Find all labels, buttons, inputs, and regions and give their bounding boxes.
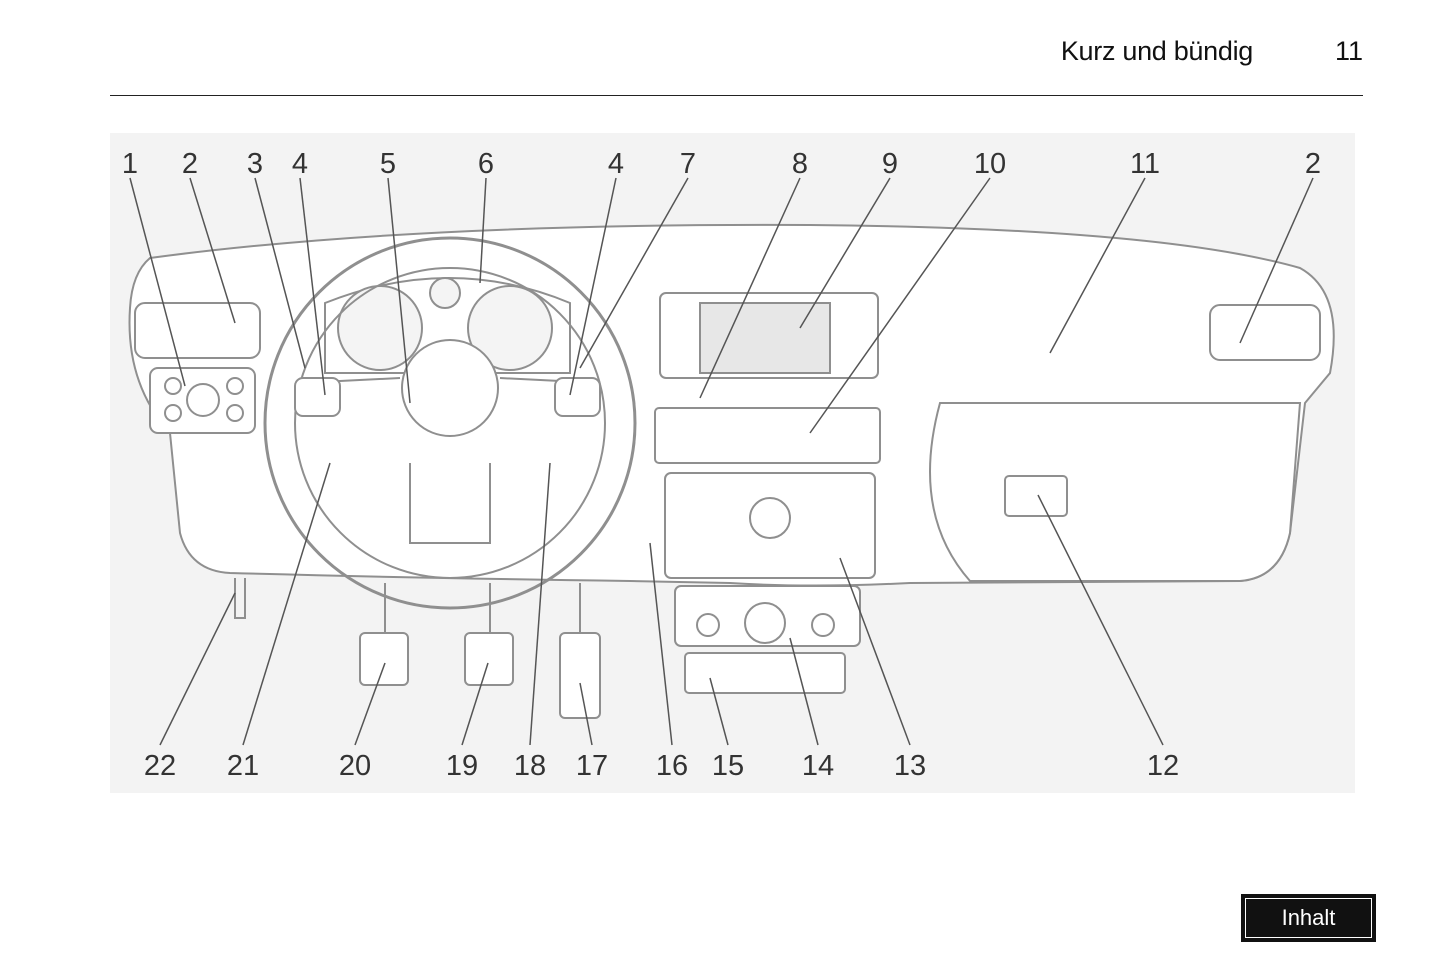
callout-top-8: 8 — [792, 148, 808, 180]
callout-lines — [129, 177, 1314, 746]
page-number: 11 — [1334, 36, 1363, 66]
callout-top-5: 6 — [478, 148, 494, 180]
right-vent — [1209, 304, 1321, 361]
clutch-pedal — [359, 632, 409, 686]
callout-top-0: 1 — [122, 148, 138, 180]
left-vent — [134, 302, 261, 359]
callout-top-1: 2 — [182, 148, 198, 180]
callout-top-4: 5 — [380, 148, 396, 180]
callout-bottom-1: 21 — [227, 750, 259, 782]
left-switch-knob — [186, 383, 220, 417]
callout-bottom-4: 18 — [514, 750, 546, 782]
callout-top-2: 3 — [247, 148, 263, 180]
callout-top-9: 9 — [882, 148, 898, 180]
storage-tray — [684, 652, 846, 694]
callout-top-6: 4 — [608, 148, 624, 180]
callout-top-12: 2 — [1305, 148, 1321, 180]
callout-top-3: 4 — [292, 148, 308, 180]
center-vent — [654, 407, 881, 464]
steering-wheel — [263, 236, 637, 610]
callout-bottom-3: 19 — [446, 750, 478, 782]
callout-bottom-2: 20 — [339, 750, 371, 782]
callout-bottom-10: 12 — [1147, 750, 1179, 782]
contents-button[interactable]: Inhalt — [1241, 894, 1376, 942]
callout-top-11: 11 — [1130, 148, 1160, 180]
callout-top-7: 7 — [680, 148, 696, 180]
section-title: Kurz und bündig — [1060, 36, 1253, 66]
callout-top-10: 10 — [974, 148, 1006, 180]
callout-bottom-9: 13 — [894, 750, 926, 782]
callout-bottom-8: 14 — [802, 750, 834, 782]
callout-bottom-5: 17 — [576, 750, 608, 782]
accelerator-pedal — [559, 632, 601, 719]
callout-bottom-6: 16 — [656, 750, 688, 782]
steering-hub — [401, 339, 499, 437]
brake-pedal — [464, 632, 514, 686]
callout-bottom-7: 15 — [712, 750, 744, 782]
glovebox — [929, 402, 1302, 582]
header-divider — [110, 95, 1363, 96]
callout-bottom-0: 22 — [144, 750, 176, 782]
glovebox-handle — [1004, 475, 1068, 517]
